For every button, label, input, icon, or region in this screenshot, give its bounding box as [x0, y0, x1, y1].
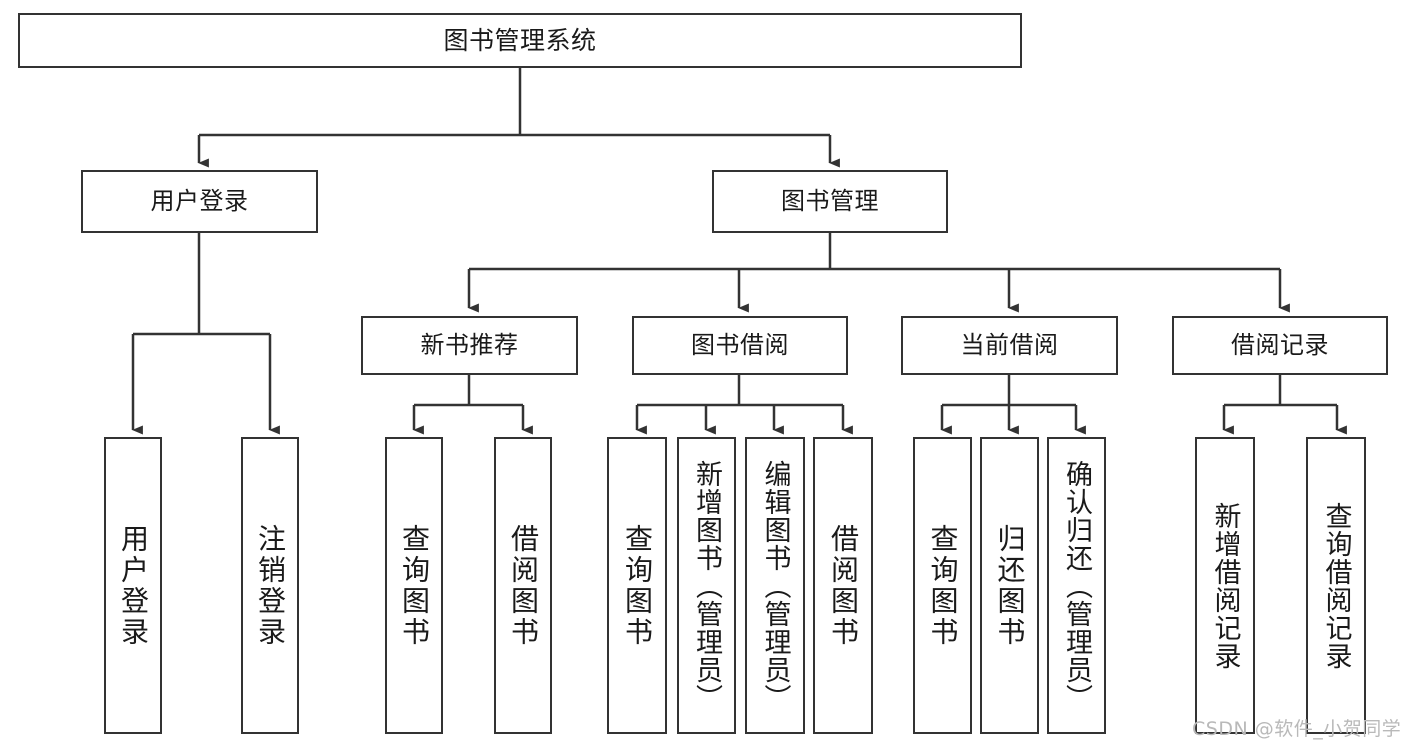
leaf-return-book[interactable]: 归还图书: [980, 437, 1039, 734]
node-label: 借阅图书: [507, 523, 540, 648]
leaf-query-book-current[interactable]: 查询图书: [913, 437, 972, 734]
node-label: 借阅图书: [827, 523, 860, 648]
node-label: 注销登录: [254, 523, 287, 648]
node-label: 借阅记录: [1231, 330, 1329, 359]
node-current-borrow[interactable]: 当前借阅: [901, 316, 1118, 375]
node-label: 新书推荐: [420, 330, 519, 359]
node-label: 新增图书（管理员）: [691, 459, 722, 712]
node-borrow-records[interactable]: 借阅记录: [1172, 316, 1388, 375]
node-label: 编辑图书（管理员）: [759, 459, 791, 712]
leaf-logout[interactable]: 注销登录: [241, 437, 299, 734]
node-new-book-recommend[interactable]: 新书推荐: [361, 316, 578, 375]
node-label: 图书借阅: [691, 330, 789, 359]
node-label: 用户登录: [117, 523, 150, 648]
node-book-borrow[interactable]: 图书借阅: [632, 316, 848, 375]
node-label: 归还图书: [993, 523, 1027, 648]
node-label: 查询图书: [398, 523, 431, 648]
node-label: 图书管理系统: [443, 26, 597, 55]
leaf-confirm-return-admin[interactable]: 确认归还（管理员）: [1047, 437, 1106, 734]
leaf-add-book-admin[interactable]: 新增图书（管理员）: [677, 437, 736, 734]
node-label: 查询图书: [926, 523, 960, 648]
leaf-query-book-borrow[interactable]: 查询图书: [607, 437, 667, 734]
leaf-query-borrow-record[interactable]: 查询借阅记录: [1306, 437, 1366, 734]
leaf-add-borrow-record[interactable]: 新增借阅记录: [1195, 437, 1255, 734]
leaf-edit-book-admin[interactable]: 编辑图书（管理员）: [745, 437, 805, 734]
node-user-login[interactable]: 用户登录: [81, 170, 318, 233]
node-label: 查询借阅记录: [1320, 501, 1352, 670]
node-book-management[interactable]: 图书管理: [712, 170, 948, 233]
node-label: 用户登录: [150, 186, 249, 215]
leaf-query-book-new[interactable]: 查询图书: [385, 437, 443, 734]
leaf-borrow-book-new[interactable]: 借阅图书: [494, 437, 552, 734]
node-label: 查询图书: [621, 523, 654, 648]
node-label: 图书管理: [781, 186, 879, 215]
node-label: 当前借阅: [960, 330, 1059, 359]
csdn-watermark: CSDN @软件_小贺同学: [1192, 718, 1402, 740]
leaf-borrow-book[interactable]: 借阅图书: [813, 437, 873, 734]
node-book-management-system[interactable]: 图书管理系统: [18, 13, 1022, 68]
node-label: 确认归还（管理员）: [1061, 459, 1092, 712]
node-label: 新增借阅记录: [1209, 501, 1241, 670]
leaf-user-login[interactable]: 用户登录: [104, 437, 162, 734]
